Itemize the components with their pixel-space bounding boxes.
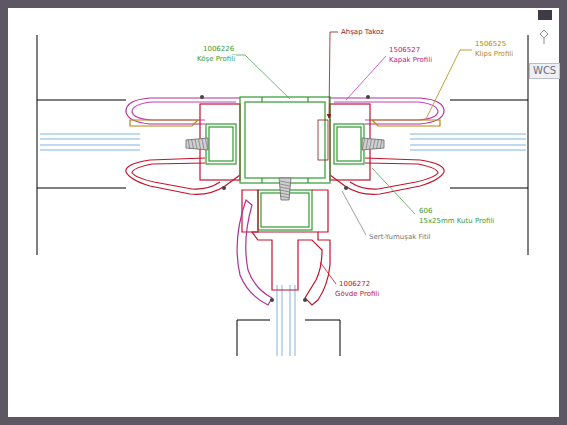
part-name: Köşe Profili bbox=[196, 55, 236, 63]
part-number: 1006226 bbox=[202, 45, 235, 53]
part-name: Ahşap Takoz bbox=[340, 28, 385, 36]
view-label: WCS bbox=[529, 63, 560, 79]
part-name: Gövde Profili bbox=[334, 290, 380, 298]
part-number: 1506525 bbox=[474, 40, 507, 48]
part-number: 606 bbox=[418, 207, 433, 215]
part-number: 1006272 bbox=[338, 280, 371, 288]
part-name: Kapak Profili bbox=[388, 56, 433, 64]
part-name: 15x25mm Kutu Profili bbox=[418, 217, 495, 225]
drawing-sheet bbox=[8, 8, 559, 417]
part-number: 1506527 bbox=[388, 46, 421, 54]
part-name: Sert-Yumuşak Fitil bbox=[368, 233, 432, 241]
part-name: Klips Profili bbox=[474, 50, 514, 58]
